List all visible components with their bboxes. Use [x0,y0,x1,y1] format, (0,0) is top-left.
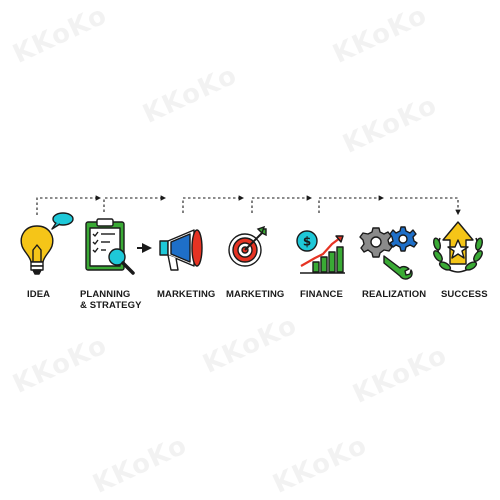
step-label-marketing-2: MARKETING [226,289,285,300]
svg-text:$: $ [303,235,311,249]
step-label-marketing-1: MARKETING [157,289,216,300]
gears-wrench-icon [359,226,418,280]
connector-arrows [36,195,461,216]
connector-4 [251,195,313,213]
step-label-planning: PLANNING [80,289,131,300]
step-label-realization: REALIZATION [362,289,427,300]
growth-chart-dollar-icon: $ [296,230,345,274]
connector-2 [103,195,167,212]
step-label-planning-line2: & STRATEGY [80,300,142,311]
connector-6 [390,197,461,216]
step-label-idea: IDEA [27,289,51,300]
connector-5 [318,195,385,213]
step-label-finance: FINANCE [300,289,343,300]
step-label-success: SUCCESS [441,289,488,300]
megaphone-icon [159,229,203,271]
clipboard-magnifier-icon [85,218,135,275]
lightbulb-icon [20,212,74,275]
star-laurel-icon [433,221,483,273]
connector-1 [36,195,102,215]
connector-3 [182,195,245,213]
target-arrow-icon [228,225,267,267]
